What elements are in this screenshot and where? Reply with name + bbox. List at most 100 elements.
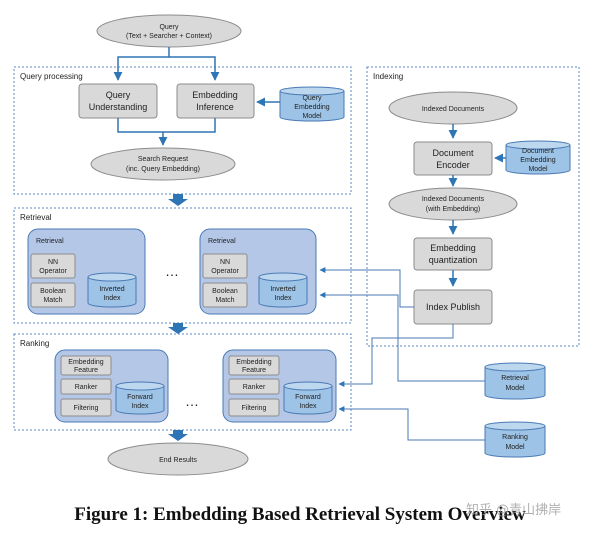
nn-operator-1-line1: NN: [48, 259, 58, 266]
forward-index-cylinder-2: [283, 386, 333, 415]
ranking-panel-1: Embedding Feature Ranker Filtering Forwa…: [54, 349, 169, 423]
embedding-inference-line2: Inference: [196, 102, 234, 112]
indexed-documents-embedding-line2: (with Embedding): [426, 206, 480, 213]
boolean-match-2-line2: Match: [215, 297, 234, 304]
boolean-match-box-1: [30, 282, 76, 308]
end-results-label: End Results: [159, 457, 197, 464]
ranking-model-line1: Ranking: [502, 434, 528, 441]
inverted-index-1-line2: Index: [103, 295, 121, 302]
document-encoder-line1: Document: [432, 148, 474, 158]
block-arrow-to-ranking: [168, 323, 188, 334]
embedding-feature-2-line2: Feature: [242, 367, 266, 374]
query-understanding-line1: Query: [106, 90, 131, 100]
indexing-title: Indexing: [373, 72, 403, 81]
query-node: Query (Text + Searcher + Context): [96, 14, 242, 48]
connector-publish-to-forward-index: [338, 324, 454, 387]
indexed-documents-label: Indexed Documents: [422, 106, 485, 113]
document-encoder-box: Document Encoder: [413, 141, 493, 176]
ranking-model-line2: Model: [505, 444, 525, 451]
ranking-model-cylinder: Ranking Model: [484, 421, 546, 458]
nn-operator-2-line2: Operator: [211, 268, 239, 275]
retrieval-title: Retrieval: [20, 213, 52, 222]
filtering-box-1: [60, 398, 112, 417]
ranker-box-1: [60, 378, 112, 395]
embedding-quantization-box: Embedding quantization: [413, 237, 493, 271]
forward-index-2-line2: Index: [299, 403, 317, 410]
nn-operator-1-line2: Operator: [39, 268, 67, 275]
connector-ranking-model-to-ranking: [338, 406, 485, 441]
embedding-feature-2-line1: Embedding: [236, 359, 272, 366]
query-understanding-box: Query Understanding: [78, 83, 158, 119]
arrow-query-to-understanding: [113, 47, 170, 81]
retrieval-panel-1: Retrieval NN Operator Boolean Match Inve…: [27, 228, 146, 315]
embedding-feature-1-line2: Feature: [74, 367, 98, 374]
retrieval-model-cylinder: Retrieval Model: [484, 362, 546, 400]
search-request-node: Search Request (inc. Query Embedding): [90, 147, 236, 181]
retrieval-model-line1: Retrieval: [501, 375, 529, 382]
ranking-panel-2: Embedding Feature Ranker Filtering Forwa…: [222, 349, 337, 423]
query-processing-title: Query processing: [20, 72, 83, 81]
query-embedding-model-line2: Embedding: [294, 104, 330, 111]
embedding-feature-box-1: [60, 355, 112, 376]
inverted-index-cylinder-1: [87, 277, 137, 308]
embedding-quantization-line1: Embedding: [430, 243, 476, 253]
embedding-feature-box-2: [228, 355, 280, 376]
document-embedding-model-line1: Document: [522, 148, 554, 155]
connector-understanding-inference: [117, 118, 216, 133]
boolean-match-2-line1: Boolean: [212, 288, 238, 295]
query-embedding-model-cylinder: Query Embedding Model: [279, 86, 345, 122]
document-encoder-line2: Encoder: [436, 160, 470, 170]
indexing-section: [366, 66, 580, 347]
query-embedding-model-line3: Model: [302, 113, 322, 120]
connector-retrieval-model-to-retrieval: [319, 292, 485, 382]
indexed-documents-embedding-line1: Indexed Documents: [422, 196, 485, 203]
arrow-query-to-inference: [169, 56, 220, 81]
forward-index-1-line1: Forward: [127, 394, 153, 401]
ebr-system-diagram: Query (Text + Searcher + Context) Query …: [13, 14, 580, 476]
index-publish-label: Index Publish: [426, 302, 480, 312]
boolean-match-1-line1: Boolean: [40, 288, 66, 295]
embedding-inference-box: Embedding Inference: [176, 83, 255, 119]
retrieval-model-line2: Model: [505, 385, 525, 392]
embedding-feature-1-line1: Embedding: [68, 359, 104, 366]
ranker-box-2: [228, 378, 280, 395]
ranking-title: Ranking: [20, 339, 49, 348]
nn-operator-box-1: [30, 253, 76, 279]
inverted-index-1-line1: Inverted: [99, 286, 124, 293]
filtering-1-label: Filtering: [74, 405, 99, 412]
inverted-index-2-line1: Inverted: [270, 286, 295, 293]
boolean-match-box-2: [202, 282, 248, 308]
query-embedding-model-line1: Query: [302, 95, 322, 102]
filtering-box-2: [228, 398, 280, 417]
embedding-inference-line1: Embedding: [192, 90, 238, 100]
document-embedding-model-cylinder: Document Embedding Model: [505, 140, 571, 175]
forward-index-2-line1: Forward: [295, 394, 321, 401]
ranker-2-label: Ranker: [243, 384, 266, 391]
block-arrow-to-retrieval: [168, 194, 188, 206]
ranker-1-label: Ranker: [75, 384, 98, 391]
forward-index-1-line2: Index: [131, 403, 149, 410]
retrieval-panel-2-title: Retrieval: [208, 238, 236, 245]
filtering-2-label: Filtering: [242, 405, 267, 412]
watermark: 知乎 @青山拂岸: [466, 503, 562, 518]
indexed-documents-node: Indexed Documents: [388, 91, 518, 125]
retrieval-panel-2: Retrieval NN Operator Boolean Match Inve…: [199, 228, 317, 315]
document-embedding-model-line2: Embedding: [520, 157, 556, 164]
inverted-index-cylinder-2: [258, 277, 308, 308]
query-understanding-line2: Understanding: [89, 102, 148, 112]
nn-operator-box-2: [202, 253, 248, 279]
search-request-line2: (inc. Query Embedding): [126, 166, 200, 173]
retrieval-ellipsis: …: [165, 263, 179, 279]
indexed-documents-with-embedding-node: Indexed Documents (with Embedding): [388, 187, 518, 221]
block-arrow-to-end-results: [168, 430, 188, 441]
end-results-node: End Results: [107, 442, 249, 476]
figure-caption: Figure 1: Embedding Based Retrieval Syst…: [74, 504, 526, 525]
boolean-match-1-line2: Match: [43, 297, 62, 304]
retrieval-panel-1-title: Retrieval: [36, 238, 64, 245]
inverted-index-2-line2: Index: [274, 295, 292, 302]
query-line2: (Text + Searcher + Context): [126, 33, 212, 40]
embedding-quantization-line2: quantization: [429, 255, 478, 265]
ranking-ellipsis: …: [185, 393, 199, 409]
forward-index-cylinder-1: [115, 386, 165, 415]
query-line1: Query: [159, 24, 179, 31]
